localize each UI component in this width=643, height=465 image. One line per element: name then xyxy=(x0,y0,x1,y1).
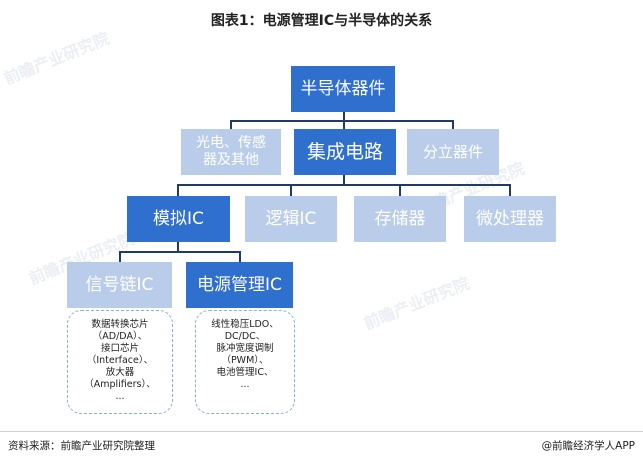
watermark: 前瞻产业研究院 xyxy=(361,273,473,334)
detail-line: （PWM）、 xyxy=(221,355,269,366)
node-microprocessor: 微处理器 xyxy=(464,196,556,242)
connector-line xyxy=(509,184,511,196)
node-signal-chain-ic: 信号链IC xyxy=(67,262,172,308)
connector-line xyxy=(399,184,401,196)
node-memory: 存储器 xyxy=(354,196,446,242)
node-analog-ic: 模拟IC xyxy=(127,196,230,242)
node-logic-ic: 逻辑IC xyxy=(245,196,337,242)
node-power-management-ic: 电源管理IC xyxy=(186,262,293,308)
connector-line xyxy=(239,251,241,262)
connector-line xyxy=(177,242,179,252)
connector-line xyxy=(177,184,179,196)
detail-line: 接口芯片 xyxy=(100,343,139,354)
power-management-details-box: 线性稳压LDO、 DC/DC、 脉冲宽度调制 （PWM）、 电池管理IC、 ..… xyxy=(195,310,295,414)
detail-line: ... xyxy=(115,391,125,402)
detail-line: DC/DC、 xyxy=(224,331,266,342)
detail-line: 放大器 xyxy=(105,367,135,378)
brand-credit: @前瞻经济学人APP xyxy=(541,440,635,452)
connector-line xyxy=(343,175,345,185)
connector-line xyxy=(290,184,292,196)
chart-title: 图表1：电源管理IC与半导体的关系 xyxy=(210,13,433,29)
detail-line: （AD/DA）、 xyxy=(92,331,148,342)
detail-line: 线性稳压LDO、 xyxy=(211,319,279,330)
detail-line: （Amplifiers）、 xyxy=(84,379,156,390)
node-semiconductor-devices: 半导体器件 xyxy=(291,66,395,112)
connector-line xyxy=(343,112,345,121)
source-note: 资料来源：前瞻产业研究院整理 xyxy=(8,440,155,452)
detail-line: ... xyxy=(240,379,250,390)
connector-line xyxy=(119,251,240,253)
node-integrated-circuit: 集成电路 xyxy=(294,129,396,175)
connector-line xyxy=(177,184,511,186)
detail-line: （Interface）、 xyxy=(86,355,154,366)
signal-chain-details-box: 数据转换芯片 （AD/DA）、 接口芯片 （Interface）、 放大器 （A… xyxy=(67,310,173,414)
connector-line xyxy=(119,251,121,262)
connector-line xyxy=(452,120,454,129)
connector-line xyxy=(343,120,345,129)
connector-line xyxy=(230,120,232,129)
detail-line: 脉冲宽度调制 xyxy=(216,343,274,354)
node-optoelectronics-sensors-others: 光电、传感 器及其他 xyxy=(181,129,281,175)
detail-line: 数据转换芯片 xyxy=(91,319,149,330)
node-label-line: 器及其他 xyxy=(203,152,259,168)
node-label-line: 光电、传感 xyxy=(196,135,266,152)
node-discrete-devices: 分立器件 xyxy=(407,129,499,175)
footer-divider xyxy=(0,431,643,432)
connector-line xyxy=(230,120,453,122)
watermark: 前瞻产业研究院 xyxy=(1,28,113,89)
detail-line: 电池管理IC、 xyxy=(216,367,274,378)
